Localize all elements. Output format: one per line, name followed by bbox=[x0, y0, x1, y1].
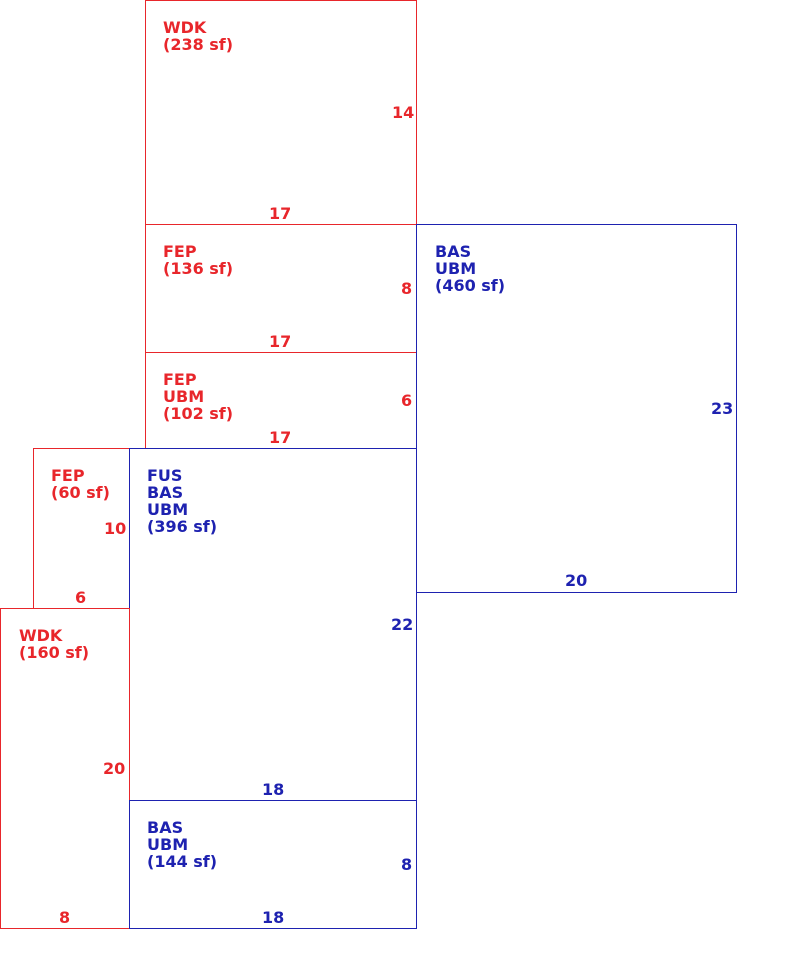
area-label-line: FUS bbox=[147, 466, 183, 485]
dimension-bottom: 18 bbox=[262, 780, 285, 799]
dimension-bottom: 8 bbox=[59, 908, 71, 927]
area-label: FEP(60 sf) bbox=[51, 467, 110, 501]
dimension-side: 20 bbox=[103, 759, 126, 778]
dimension-side: 10 bbox=[104, 519, 127, 538]
area-label-line: (60 sf) bbox=[51, 483, 110, 502]
area-label-line: (396 sf) bbox=[147, 517, 218, 536]
area-label-line: UBM bbox=[147, 500, 189, 519]
dimension-side: 6 bbox=[401, 391, 413, 410]
area-label: FEP(136 sf) bbox=[163, 243, 233, 277]
dimension-side: 23 bbox=[711, 399, 734, 418]
dimension-bottom: 17 bbox=[269, 204, 292, 223]
dimension-side: 22 bbox=[391, 615, 414, 634]
area-label-line: UBM bbox=[163, 387, 205, 406]
area-label-line: BAS bbox=[147, 483, 184, 502]
area-label-line: UBM bbox=[435, 259, 477, 278]
area-label-line: (144 sf) bbox=[147, 852, 218, 871]
dimension-side: 8 bbox=[401, 279, 413, 298]
area-label: WDK(160 sf) bbox=[19, 627, 89, 661]
dimension-bottom: 18 bbox=[262, 908, 285, 927]
area-label-line: FEP bbox=[163, 242, 197, 261]
area-label-line: (136 sf) bbox=[163, 259, 234, 278]
area-label-line: BAS bbox=[435, 242, 472, 261]
area-label-line: FEP bbox=[51, 466, 85, 485]
area-label-line: (238 sf) bbox=[163, 35, 234, 54]
area-label-line: (460 sf) bbox=[435, 276, 506, 295]
area-label-line: FEP bbox=[163, 370, 197, 389]
dimension-side: 14 bbox=[392, 103, 415, 122]
area-bas-ubm-144 bbox=[129, 800, 417, 929]
dimension-bottom: 17 bbox=[269, 428, 292, 447]
dimension-bottom: 20 bbox=[565, 571, 588, 590]
area-label-line: (160 sf) bbox=[19, 643, 90, 662]
dimension-bottom: 17 bbox=[269, 332, 292, 351]
area-wdk-160 bbox=[0, 608, 130, 929]
area-label-line: (102 sf) bbox=[163, 404, 234, 423]
area-label-line: BAS bbox=[147, 818, 184, 837]
area-label-line: UBM bbox=[147, 835, 189, 854]
area-label: WDK(238 sf) bbox=[163, 19, 233, 53]
dimension-side: 8 bbox=[401, 855, 413, 874]
area-label-line: WDK bbox=[19, 626, 63, 645]
area-bas-ubm-460 bbox=[416, 224, 737, 593]
area-label-line: WDK bbox=[163, 18, 207, 37]
dimension-bottom: 6 bbox=[75, 588, 87, 607]
